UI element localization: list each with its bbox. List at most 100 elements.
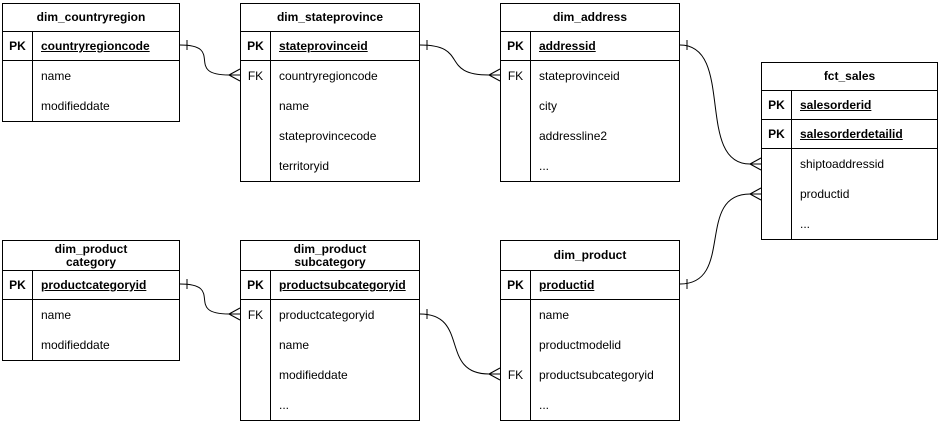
table-title-line: dim_product	[293, 241, 367, 256]
table-row: name	[501, 300, 679, 330]
table-row: FK stateprovinceid	[501, 61, 679, 91]
field-name: ...	[539, 398, 550, 412]
key-cell	[501, 330, 531, 360]
key-cell	[501, 390, 531, 420]
relationship-dim-product-to-fct-sales	[679, 187, 762, 289]
table-title: dim_address	[501, 4, 679, 32]
pk-indicator: PK	[3, 271, 33, 299]
table-title-line: dim_countryregion	[36, 10, 146, 24]
crows-foot-many-marker	[228, 313, 241, 321]
field-name: salesorderid	[800, 98, 872, 112]
table-row: territoryid	[241, 151, 419, 181]
field-name: productsubcategoryid	[279, 278, 406, 292]
key-cell	[3, 61, 33, 91]
field-name: productid	[539, 278, 595, 292]
table-title-line: category	[65, 254, 117, 269]
table-row: ...	[501, 390, 679, 420]
table-title-line: dim_address	[552, 10, 628, 24]
crows-foot-many-marker	[749, 187, 762, 195]
table-title-line: fct_sales	[823, 69, 876, 83]
crows-foot-many-marker	[749, 157, 762, 165]
table-row: ...	[241, 390, 419, 420]
key-cell	[501, 151, 531, 181]
crows-foot-many-marker	[228, 307, 241, 315]
field-name: name	[279, 99, 310, 113]
table-title-line: dim_stateprovince	[276, 10, 384, 24]
key-cell	[241, 330, 271, 360]
table-row: PK salesorderid	[762, 91, 937, 120]
table-row: PK productsubcategoryid	[241, 271, 419, 300]
key-cell	[241, 91, 271, 121]
field-name: productcategoryid	[41, 278, 147, 292]
table-row: city	[501, 91, 679, 121]
crows-foot-many-marker	[228, 68, 241, 76]
field-name: addressid	[539, 39, 596, 53]
table-title: fct_sales	[762, 63, 937, 91]
field-name: productid	[800, 187, 850, 201]
table-row: shiptoaddressid	[762, 149, 937, 179]
relationship-line	[179, 44, 230, 76]
key-cell	[762, 149, 792, 179]
relationship-line	[179, 283, 230, 315]
key-cell	[241, 390, 271, 420]
field-name: city	[539, 99, 557, 113]
field-name: modifieddate	[41, 99, 110, 113]
table-row: productmodelid	[501, 330, 679, 360]
field-name: name	[539, 308, 570, 322]
field-name: addressline2	[539, 129, 608, 143]
key-cell	[3, 91, 33, 121]
pk-indicator: PK	[762, 91, 792, 119]
field-name: modifieddate	[279, 368, 348, 382]
relationship-line	[419, 44, 490, 76]
table-row: name	[3, 300, 179, 330]
fk-indicator: FK	[241, 61, 271, 91]
relationship-dim-stateprovince-to-dim-address	[419, 40, 501, 82]
field-name: modifieddate	[41, 338, 110, 352]
key-cell	[241, 360, 271, 390]
field-name: salesorderdetailid	[800, 127, 903, 141]
table-row: modifieddate	[3, 330, 179, 360]
table-row: name	[241, 91, 419, 121]
crows-foot-many-marker	[488, 68, 501, 76]
field-name: productsubcategoryid	[539, 368, 654, 382]
key-cell	[762, 179, 792, 209]
table-title: dim_stateprovince	[241, 4, 419, 32]
key-cell	[3, 300, 33, 330]
field-name: ...	[800, 217, 811, 231]
key-cell	[762, 209, 792, 239]
crows-foot-many-marker	[228, 74, 241, 82]
table-row: name	[241, 330, 419, 360]
fk-indicator: FK	[501, 61, 531, 91]
field-name: shiptoaddressid	[800, 157, 885, 171]
table-title: dim_product	[501, 241, 679, 271]
crows-foot-many-marker	[749, 163, 762, 171]
table-title-line: dim_product	[553, 248, 627, 262]
key-cell	[241, 151, 271, 181]
table-row: addressline2	[501, 121, 679, 151]
field-name: name	[279, 338, 310, 352]
field-name: stateprovincecode	[279, 129, 377, 143]
key-cell	[501, 91, 531, 121]
field-name: territoryid	[279, 159, 330, 173]
field-name: stateprovinceid	[539, 69, 620, 83]
crows-foot-many-marker	[488, 74, 501, 82]
field-name: ...	[279, 398, 290, 412]
crows-foot-many-marker	[488, 367, 501, 375]
key-cell	[3, 330, 33, 360]
crows-foot-many-marker	[488, 373, 501, 381]
field-name: productmodelid	[539, 338, 622, 352]
table-row: modifieddate	[3, 91, 179, 121]
field-name: stateprovinceid	[279, 39, 368, 53]
pk-indicator: PK	[241, 271, 271, 299]
